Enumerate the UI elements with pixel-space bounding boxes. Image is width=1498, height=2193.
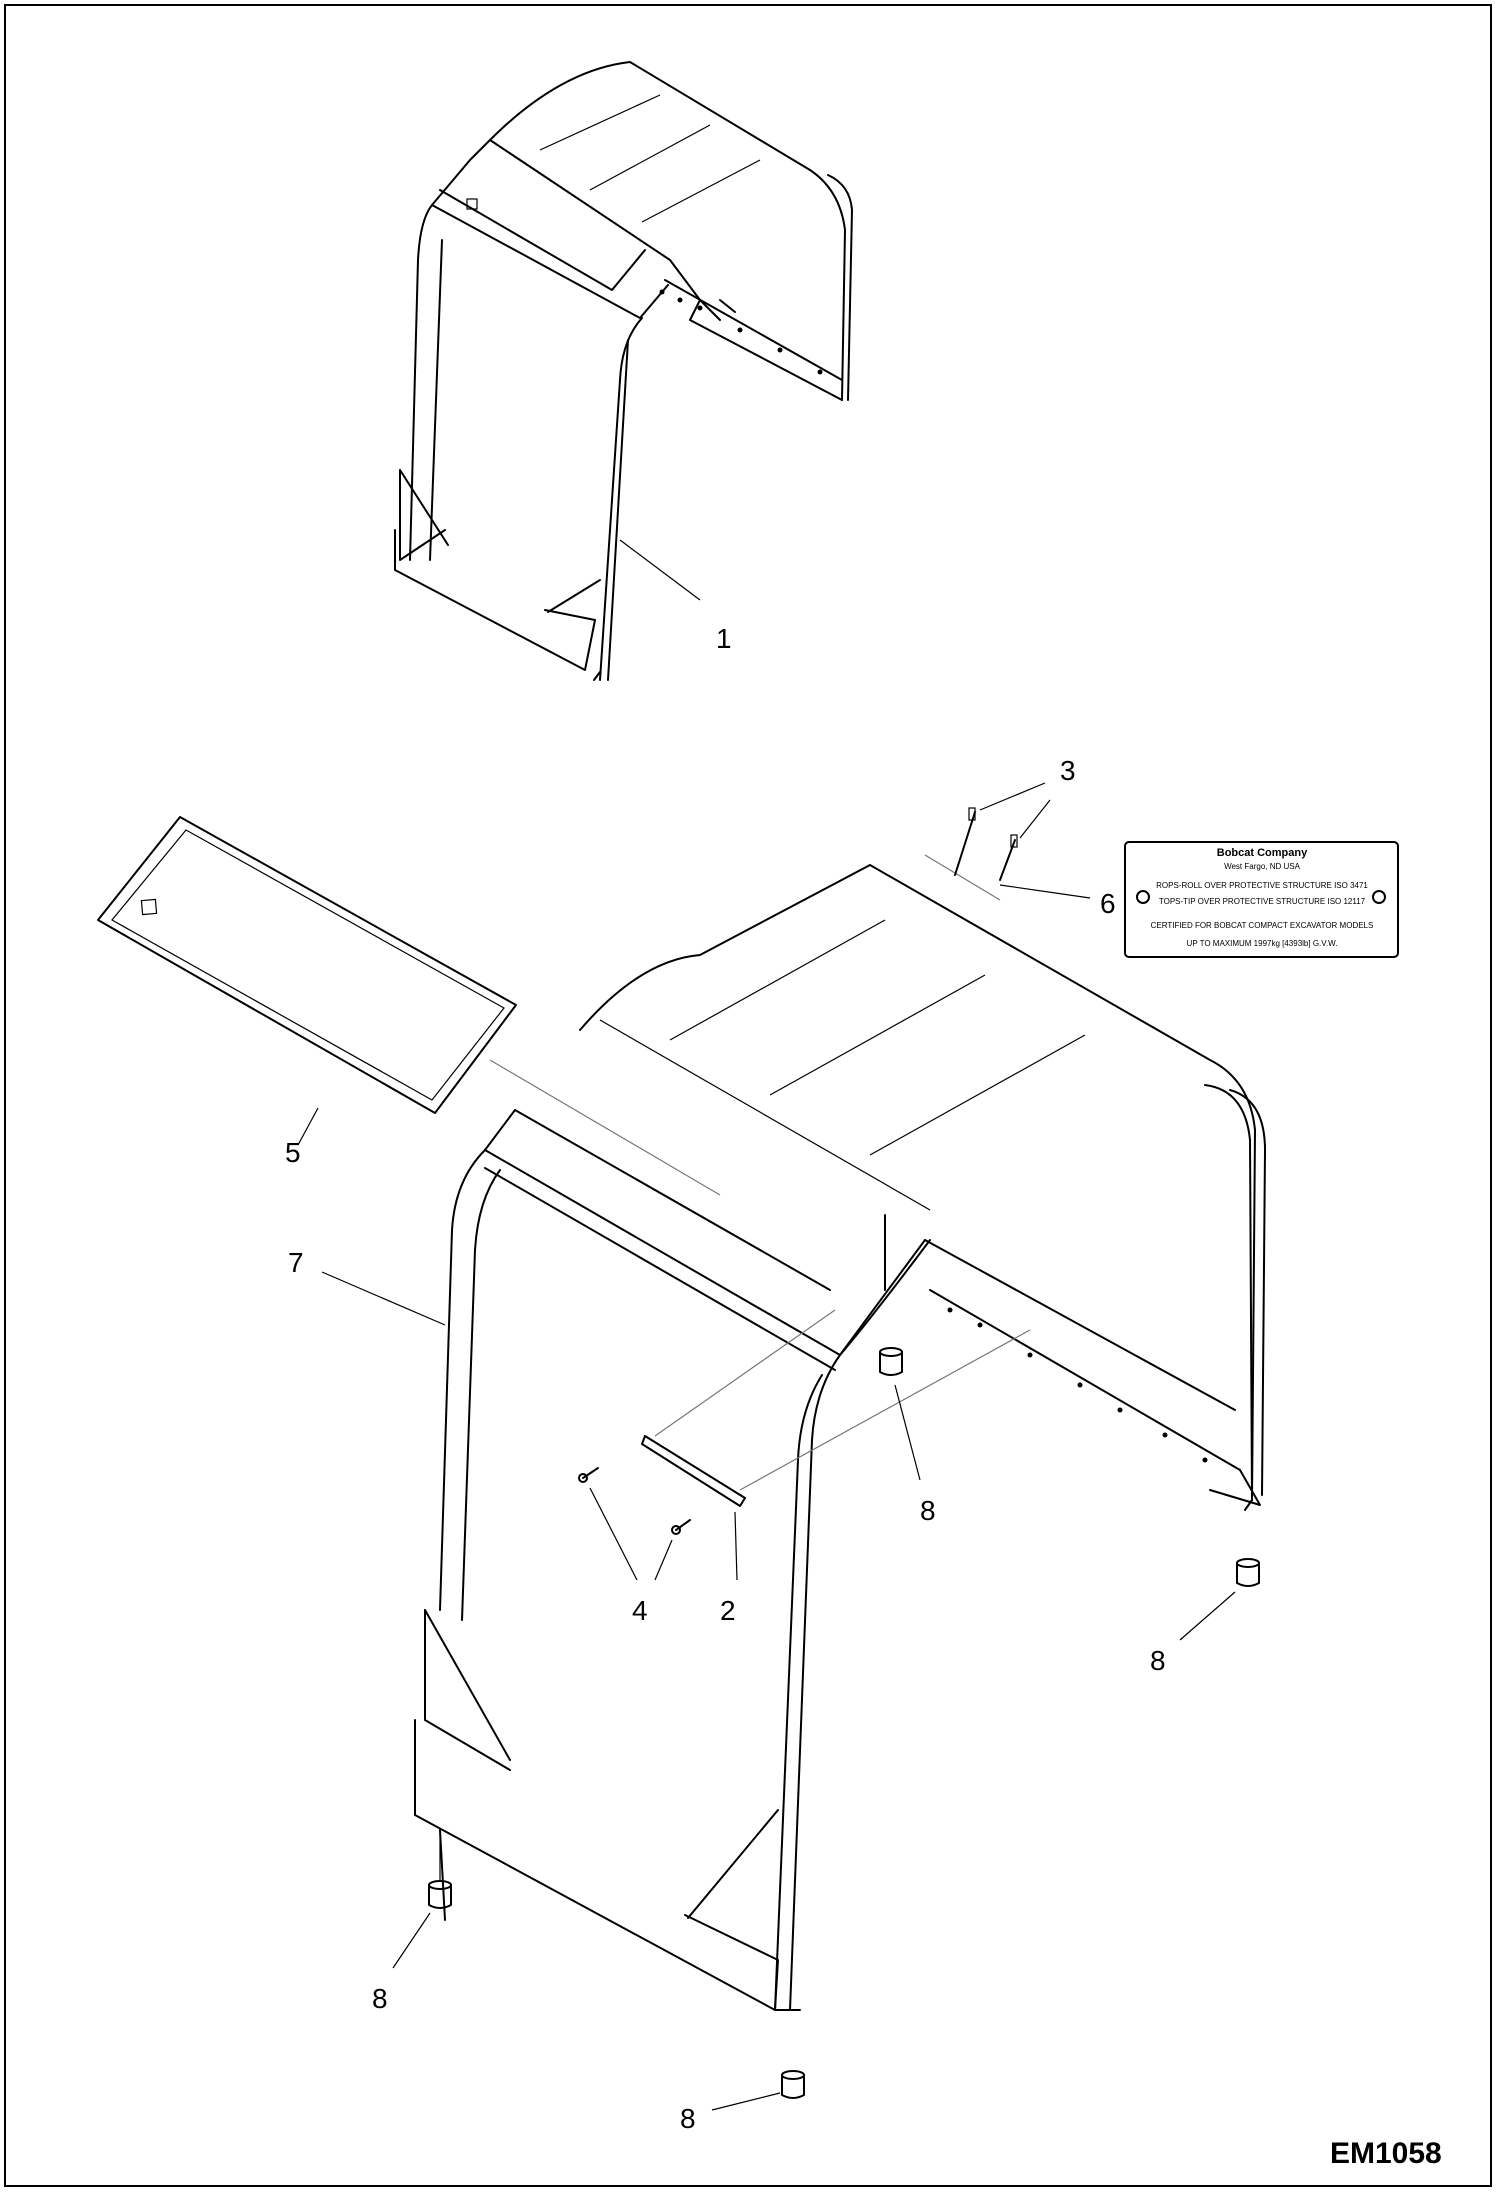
callout-2: 2 [720, 1595, 736, 1626]
explode-line [739, 1329, 1031, 1491]
rubber-foot [879, 1347, 903, 1376]
assembled-canopy [394, 61, 853, 681]
leader-line-4b [654, 1539, 673, 1581]
callout-8: 8 [1150, 1645, 1166, 1676]
rubber-foot [781, 2070, 805, 2099]
exploded-canopy [414, 864, 1266, 2011]
leader-line-7 [321, 1271, 446, 1326]
rubber-foot [428, 1880, 452, 1909]
leader-line-8c [392, 1912, 431, 1969]
explode-line [924, 854, 1001, 901]
plate-rops: ROPS-ROLL OVER PROTECTIVE STRUCTURE ISO … [1156, 881, 1368, 890]
drawing-code: EM1058 [1330, 2137, 1442, 2170]
leader-line-6 [999, 884, 1091, 899]
leader-line-1 [619, 539, 701, 601]
plate-tops: TOPS-TIP OVER PROTECTIVE STRUCTURE ISO 1… [1159, 897, 1366, 906]
callout-4: 4 [632, 1595, 648, 1626]
plate-location: West Fargo, ND USA [1224, 862, 1301, 871]
leader-line-3a [979, 782, 1046, 811]
callout-8: 8 [372, 1983, 388, 2014]
drawing-border [4, 4, 1492, 2187]
leader-line-2 [734, 1511, 738, 1581]
rubber-foot [1236, 1558, 1260, 1587]
callout-5: 5 [285, 1137, 301, 1168]
bolts-part [578, 1467, 691, 1535]
leader-line-4a [589, 1487, 638, 1581]
callout-1: 1 [716, 623, 732, 654]
certification-plate: Bobcat Company West Fargo, ND USA ROPS-R… [1124, 841, 1399, 958]
callout-3: 3 [1060, 755, 1076, 786]
leader-line-3b [1019, 799, 1051, 839]
callout-8: 8 [920, 1495, 936, 1526]
leader-line-8b [1179, 1591, 1236, 1641]
callout-8: 8 [680, 2103, 696, 2134]
leader-line-8d [711, 2092, 781, 2111]
window-glass [97, 816, 517, 1114]
pins-part [954, 807, 1018, 881]
plate-gvw: UP TO MAXIMUM 1997kg [4393lb] G.V.W. [1187, 939, 1338, 948]
leader-line-5 [297, 1107, 319, 1146]
leader-line-8a [894, 1384, 921, 1481]
plate-company: Bobcat Company [1217, 847, 1308, 859]
explode-line [654, 1309, 836, 1437]
window-install-line [489, 1059, 721, 1196]
callout-7: 7 [288, 1247, 304, 1278]
plate-certified: CERTIFIED FOR BOBCAT COMPACT EXCAVATOR M… [1151, 921, 1374, 930]
callout-6: 6 [1100, 888, 1116, 919]
bracket-part [641, 1435, 746, 1507]
